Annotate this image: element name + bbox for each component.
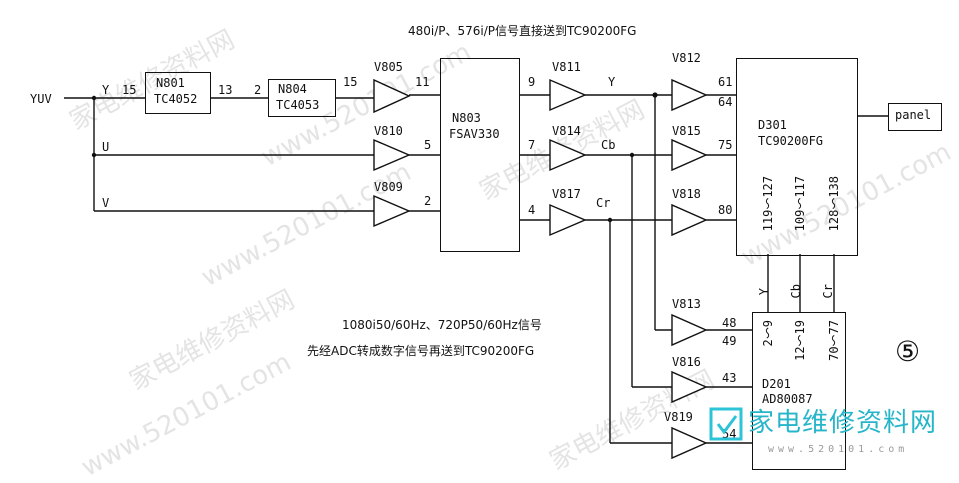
input-y-label: Y (102, 83, 110, 97)
panel-box (888, 103, 942, 131)
buffer-label: V812 (672, 51, 701, 65)
buffer-label: V814 (552, 124, 581, 138)
buffer-v809 (373, 194, 411, 228)
buffer-v817 (549, 203, 587, 237)
pin-number: 5 (424, 138, 432, 152)
chip-n803 (440, 58, 520, 252)
buffer-v819 (671, 426, 708, 460)
buffer-v815 (671, 138, 708, 172)
buffer-label: V816 (672, 355, 701, 369)
panel-label: panel (895, 108, 932, 122)
site-logo: 家电维修资料网 www.520101.com (706, 400, 956, 470)
buffer-v813 (671, 313, 708, 347)
input-u-label: U (102, 140, 110, 154)
chip-n803-name: N803 (452, 111, 481, 125)
pin-number: 43 (722, 371, 737, 385)
chip-d301-part: TC90200FG (758, 134, 824, 148)
chip-d201-part: AD80087 (762, 392, 813, 406)
chip-n804 (268, 79, 336, 117)
chip-d201 (752, 312, 846, 470)
buffer-label: V818 (672, 187, 701, 201)
pin-number: 15 (122, 83, 137, 97)
buffer-v814 (549, 138, 587, 172)
figure-number: ⑤ (895, 335, 921, 368)
pin-number: 61 (718, 75, 733, 89)
signal-label: Cb (789, 284, 803, 299)
pin-number: 9 (528, 75, 536, 89)
signal-label: Y (757, 288, 771, 296)
pin-number: 2 (254, 83, 262, 97)
pin-number: 80 (718, 203, 733, 217)
buffer-label: V815 (672, 124, 701, 138)
buffer-label: V809 (374, 180, 403, 194)
signal-label: Cr (821, 284, 835, 299)
pin-number: 4 (528, 203, 536, 217)
chip-n801-part: TC4052 (154, 92, 198, 106)
buffer-label: V819 (664, 410, 693, 424)
chip-n801 (145, 72, 211, 114)
input-yuv-label: YUV (30, 92, 52, 106)
pin-range: 109～117 (793, 176, 807, 232)
pin-range: 2～9 (761, 320, 775, 347)
pin-number: 7 (528, 138, 536, 152)
buffer-v816 (671, 370, 708, 404)
buffer-v805 (373, 78, 411, 114)
buffer-label: V813 (672, 297, 701, 311)
pin-number: 75 (718, 138, 733, 152)
buffer-label: V811 (552, 60, 581, 74)
chip-d301 (736, 58, 858, 256)
note-top: 480i/P、576i/P信号直接送到TC90200FG (408, 24, 637, 38)
buffer-v811 (549, 78, 587, 112)
pin-number: 2 (424, 194, 432, 208)
pin-number: 64 (718, 95, 733, 109)
pin-number: 49 (722, 334, 737, 348)
chip-n804-part: TC4053 (276, 98, 320, 112)
signal-label: Cb (601, 138, 616, 152)
note-bottom-line1: 1080i50/60Hz、720P50/60Hz信号 (342, 318, 542, 332)
pin-number: 15 (343, 75, 358, 89)
buffer-v812 (671, 78, 708, 112)
note-bottom-line2: 先经ADC转成数字信号再送到TC90200FG (307, 344, 535, 358)
chip-d201-name: D201 (762, 377, 791, 391)
input-v-label: V (102, 196, 110, 210)
pin-range: 119～127 (761, 176, 775, 232)
buffer-label: V817 (552, 187, 581, 201)
logo-text: 家电维修资料网 (748, 408, 938, 438)
buffer-label: V810 (374, 124, 403, 138)
signal-label: Y (608, 75, 616, 89)
logo-icon (709, 407, 743, 441)
pin-range: 70～77 (827, 320, 841, 361)
chip-n801-name: N801 (156, 76, 185, 90)
pin-number: 13 (218, 83, 233, 97)
chip-n804-name: N804 (278, 82, 307, 96)
chip-d301-name: D301 (758, 118, 787, 132)
pin-range: 128～138 (827, 176, 841, 232)
pin-number: 11 (415, 75, 430, 89)
buffer-label: V805 (374, 60, 403, 74)
pin-range: 12～19 (793, 320, 807, 361)
chip-n803-part: FSAV330 (449, 127, 500, 141)
buffer-v810 (373, 138, 411, 172)
buffer-v818 (671, 203, 708, 237)
pin-number: 48 (722, 316, 737, 330)
signal-label: Cr (596, 196, 611, 210)
logo-url: www.520101.com (768, 444, 909, 455)
